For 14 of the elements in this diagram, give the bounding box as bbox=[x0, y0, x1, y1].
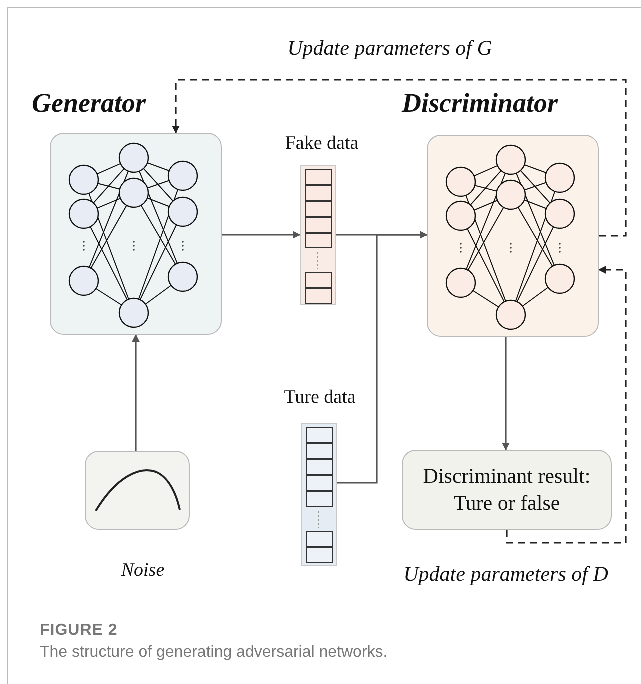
feedback-arrow bbox=[506, 266, 627, 544]
result-text: Discriminant result: Ture or false bbox=[422, 462, 592, 517]
data-label: Fake data bbox=[285, 133, 359, 155]
figure-number: FIGURE 2 bbox=[40, 622, 118, 640]
component-title: Discriminator bbox=[402, 88, 558, 119]
component-title: Generator bbox=[32, 88, 146, 119]
figure-caption: The structure of generating adversarial networks. bbox=[40, 644, 388, 662]
data-label: Ture data bbox=[284, 387, 356, 409]
arrow bbox=[502, 337, 510, 451]
feedback-arrow bbox=[172, 79, 627, 237]
arrow bbox=[132, 334, 140, 451]
arrow bbox=[222, 231, 301, 239]
noise-label: Noise bbox=[121, 560, 165, 582]
arrow bbox=[337, 231, 428, 484]
